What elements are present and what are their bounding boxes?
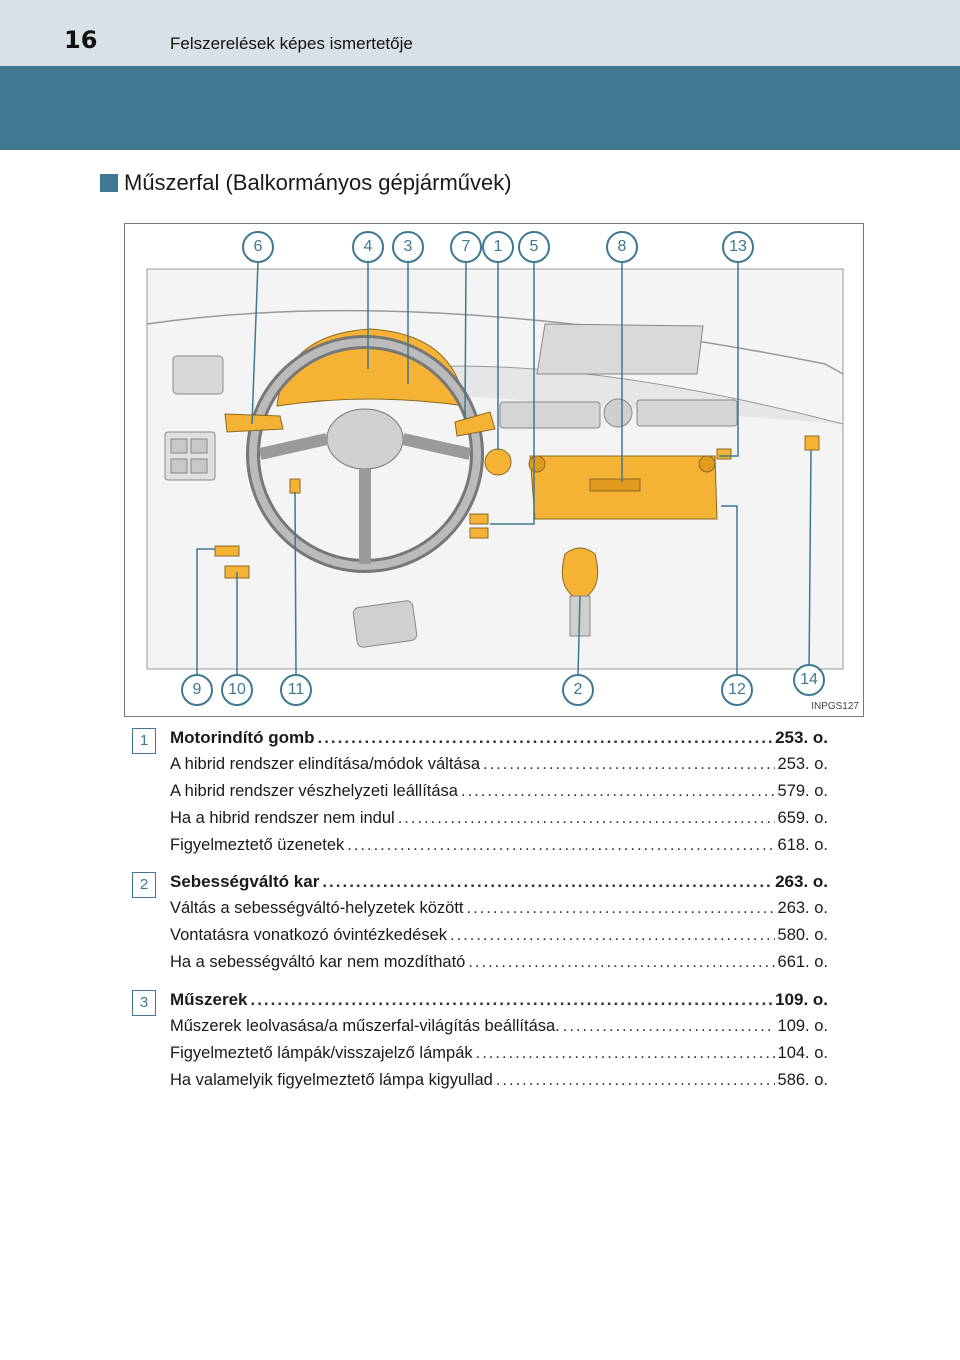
entry-2: 2 Sebességváltó kar 263. o. Váltás a sebe… <box>132 872 828 980</box>
item-page: 580. o. <box>777 926 828 944</box>
section-heading-text: Műszerfal (Balkormányos gépjárművek) <box>124 170 512 195</box>
callout-bottom-6: 14 <box>793 664 825 696</box>
entry-item: Vontatásra vonatkozó óvintézkedések 580. … <box>170 926 828 953</box>
entry-item: Ha a sebességváltó kar nem mozdítható 661… <box>170 953 828 980</box>
callout-bottom-1: 9 <box>181 674 213 706</box>
item-page: 253. o. <box>777 755 828 773</box>
dashboard-illustration <box>146 261 844 677</box>
item-label: A hibrid rendszer vészhelyzeti leállítás… <box>170 782 458 800</box>
callout-top-5: 1 <box>482 231 514 263</box>
callout-top-8: 13 <box>722 231 754 263</box>
entry-title: Motorindító gomb <box>170 728 315 747</box>
entry-item: Ha valamelyik figyelmeztető lámpa kigyul… <box>170 1071 828 1098</box>
callout-bottom-2: 10 <box>221 674 253 706</box>
entry-1: 1 Motorindító gomb 253. o. A hibrid rends… <box>132 728 828 863</box>
callout-bottom-4: 2 <box>562 674 594 706</box>
entry-number-badge: 2 <box>132 872 156 898</box>
callout-top-3: 3 <box>392 231 424 263</box>
item-page: 109. o. <box>777 1017 828 1035</box>
item-label: A hibrid rendszer elindítása/módok váltá… <box>170 755 481 773</box>
entry-title: Sebességváltó kar <box>170 872 320 891</box>
callout-top-6: 5 <box>518 231 550 263</box>
entry-title-page: 253. o. <box>775 728 828 747</box>
callout-top-2: 4 <box>352 231 384 263</box>
item-label: Figyelmeztető lámpák/visszajelző lámpák <box>170 1044 473 1062</box>
page-title: Felszerelések képes ismertetője <box>170 34 413 53</box>
entry-item: Figyelmeztető lámpák/visszajelző lámpák 1… <box>170 1044 828 1071</box>
entry-item: A hibrid rendszer vészhelyzeti leállítás… <box>170 782 828 809</box>
item-page: 263. o. <box>777 899 828 917</box>
entry-item: Ha a hibrid rendszer nem indul 659. o. <box>170 809 828 836</box>
item-page: 661. o. <box>777 953 828 971</box>
section-heading: Műszerfal (Balkormányos gépjárművek) <box>100 170 512 196</box>
entry-item: Figyelmeztető üzenetek 618. o. <box>170 836 828 863</box>
entry-item: A hibrid rendszer elindítása/módok váltá… <box>170 755 828 782</box>
entry-title-row: Motorindító gomb 253. o. <box>170 728 828 755</box>
item-page: 104. o. <box>777 1044 828 1062</box>
item-page: 659. o. <box>777 809 828 827</box>
item-page: 586. o. <box>777 1071 828 1089</box>
figure-code: INPGS127 <box>811 701 859 712</box>
dashboard-figure: 6 4 3 7 1 5 8 13 9 10 11 2 12 14 INPGS12… <box>124 223 864 717</box>
item-label: Ha valamelyik figyelmeztető lámpa kigyul… <box>170 1071 493 1089</box>
header-bar: 16 Felszerelések képes ismertetője <box>0 0 960 66</box>
item-page: 618. o. <box>777 836 828 854</box>
item-label: Ha a sebességváltó kar nem mozdítható <box>170 953 466 971</box>
item-label: Vontatásra vonatkozó óvintézkedések <box>170 926 448 944</box>
section-square-icon <box>100 174 118 192</box>
item-page: 579. o. <box>777 782 828 800</box>
entry-item: Váltás a sebességváltó-helyzetek között 2… <box>170 899 828 926</box>
entry-title-row: Műszerek 109. o. <box>170 990 828 1017</box>
item-label: Váltás a sebességváltó-helyzetek között <box>170 899 464 917</box>
item-label: Figyelmeztető üzenetek <box>170 836 345 854</box>
entry-title-page: 109. o. <box>775 990 828 1009</box>
header-band <box>0 66 960 150</box>
item-label: Műszerek leolvasása/a műszerfal-világítá… <box>170 1017 560 1035</box>
entry-title: Műszerek <box>170 990 248 1009</box>
callout-bottom-5: 12 <box>721 674 753 706</box>
entry-number-badge: 3 <box>132 990 156 1016</box>
entry-3: 3 Műszerek 109. o. Műszerek leolvasása/a … <box>132 990 828 1098</box>
entry-title-page: 263. o. <box>775 872 828 891</box>
callout-bottom-3: 11 <box>280 674 312 706</box>
entry-number-badge: 1 <box>132 728 156 754</box>
callout-top-4: 7 <box>450 231 482 263</box>
item-label: Ha a hibrid rendszer nem indul <box>170 809 395 827</box>
entry-item: Műszerek leolvasása/a műszerfal-világítá… <box>170 1017 828 1044</box>
callout-top-7: 8 <box>606 231 638 263</box>
entry-title-row: Sebességváltó kar 263. o. <box>170 872 828 899</box>
callout-top-1: 6 <box>242 231 274 263</box>
page-number: 16 <box>64 26 98 54</box>
